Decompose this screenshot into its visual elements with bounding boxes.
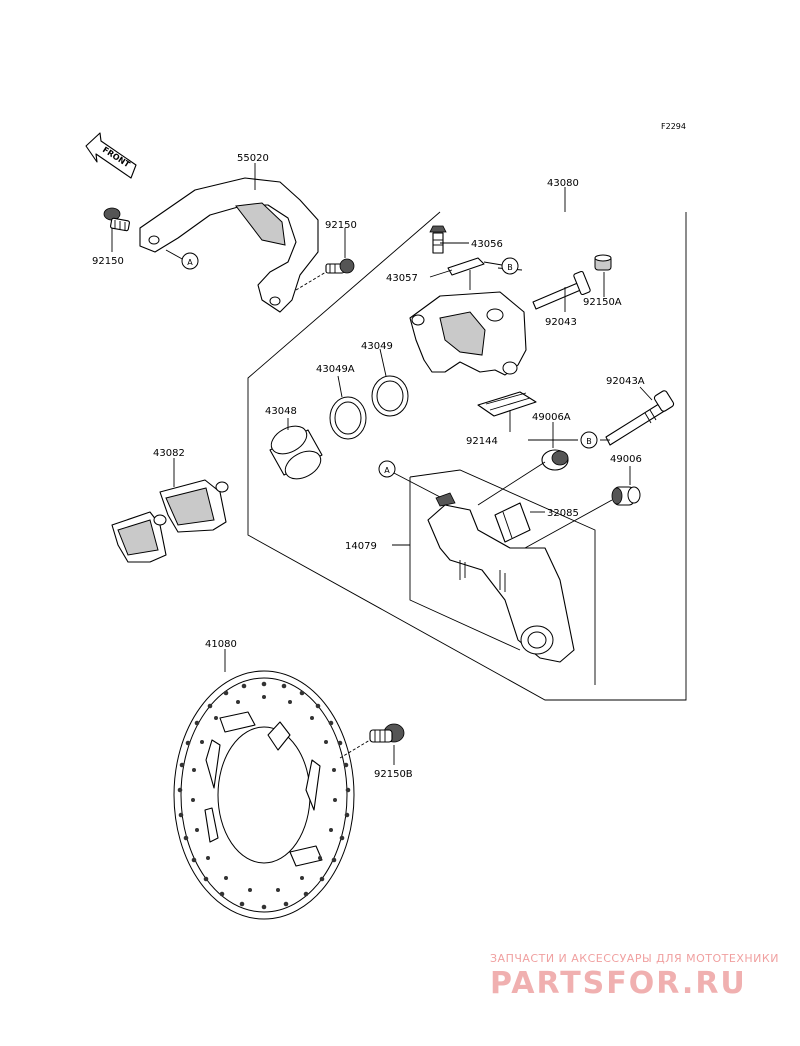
label-92150-right: 92150 — [325, 220, 357, 231]
label-43056: 43056 — [471, 239, 503, 250]
boot-49006 — [611, 486, 641, 506]
svg-text:A: A — [384, 466, 390, 475]
label-43049: 43049 — [361, 341, 393, 352]
bracket-assembly-frame — [409, 469, 596, 685]
bleeder-valve — [429, 225, 447, 254]
label-14079: 14079 — [345, 541, 377, 552]
ref-a-top: A — [181, 252, 199, 270]
caliper-pin-92043 — [532, 270, 591, 310]
label-41080: 41080 — [205, 639, 237, 650]
dust-seal — [329, 396, 367, 440]
label-43080: 43080 — [547, 178, 579, 189]
label-92150-left: 92150 — [92, 256, 124, 267]
label-92043: 92043 — [545, 317, 577, 328]
svg-text:B: B — [507, 263, 513, 272]
svg-text:B: B — [586, 437, 592, 446]
label-32085: 32085 — [547, 508, 579, 519]
ref-a-mid: A — [378, 460, 396, 478]
bleeder-cap — [447, 257, 485, 276]
pin-cap-92150A — [594, 254, 612, 271]
caliper-pin-92043A — [605, 390, 675, 446]
label-92043A: 92043A — [606, 376, 645, 387]
label-43057: 43057 — [386, 273, 418, 284]
watermark-logo: PARTSFOR.RU — [490, 966, 747, 1001]
leader-lines — [111, 163, 653, 765]
brake-disc — [173, 670, 355, 920]
bolt-92150-left — [103, 207, 130, 232]
caliper-body — [409, 270, 527, 376]
caliper-guard-bracket — [139, 177, 319, 313]
label-49006A: 49006A — [532, 412, 571, 423]
label-43048: 43048 — [265, 406, 297, 417]
boot-49006A — [541, 449, 569, 471]
label-43049A: 43049A — [316, 364, 355, 375]
label-55020: 55020 — [237, 153, 269, 164]
label-92150A: 92150A — [583, 297, 622, 308]
disc-bolt-92150B — [339, 723, 405, 759]
piston-seal — [371, 375, 409, 417]
caliper-assembly-frame — [247, 211, 687, 701]
caliper-piston — [269, 425, 323, 480]
watermark-caption: ЗАПЧАСТИ И АКСЕССУАРЫ ДЛЯ МОТОТЕХНИКИ — [490, 952, 779, 965]
label-92144: 92144 — [466, 436, 498, 447]
front-arrow-icon: FRONT — [85, 132, 137, 179]
ref-b-mid: B — [580, 431, 598, 449]
caliper-bracket — [427, 492, 575, 663]
pad-spring — [477, 391, 537, 417]
label-92150B: 92150B — [374, 769, 413, 780]
pad-clip — [494, 502, 531, 543]
svg-text:A: A — [187, 258, 193, 267]
bolt-92150-right — [295, 258, 355, 291]
label-49006: 49006 — [610, 454, 642, 465]
ref-b-top: B — [501, 257, 519, 275]
label-43082: 43082 — [153, 448, 185, 459]
brake-pads — [111, 479, 229, 563]
figure-code: F2294 — [661, 122, 686, 131]
